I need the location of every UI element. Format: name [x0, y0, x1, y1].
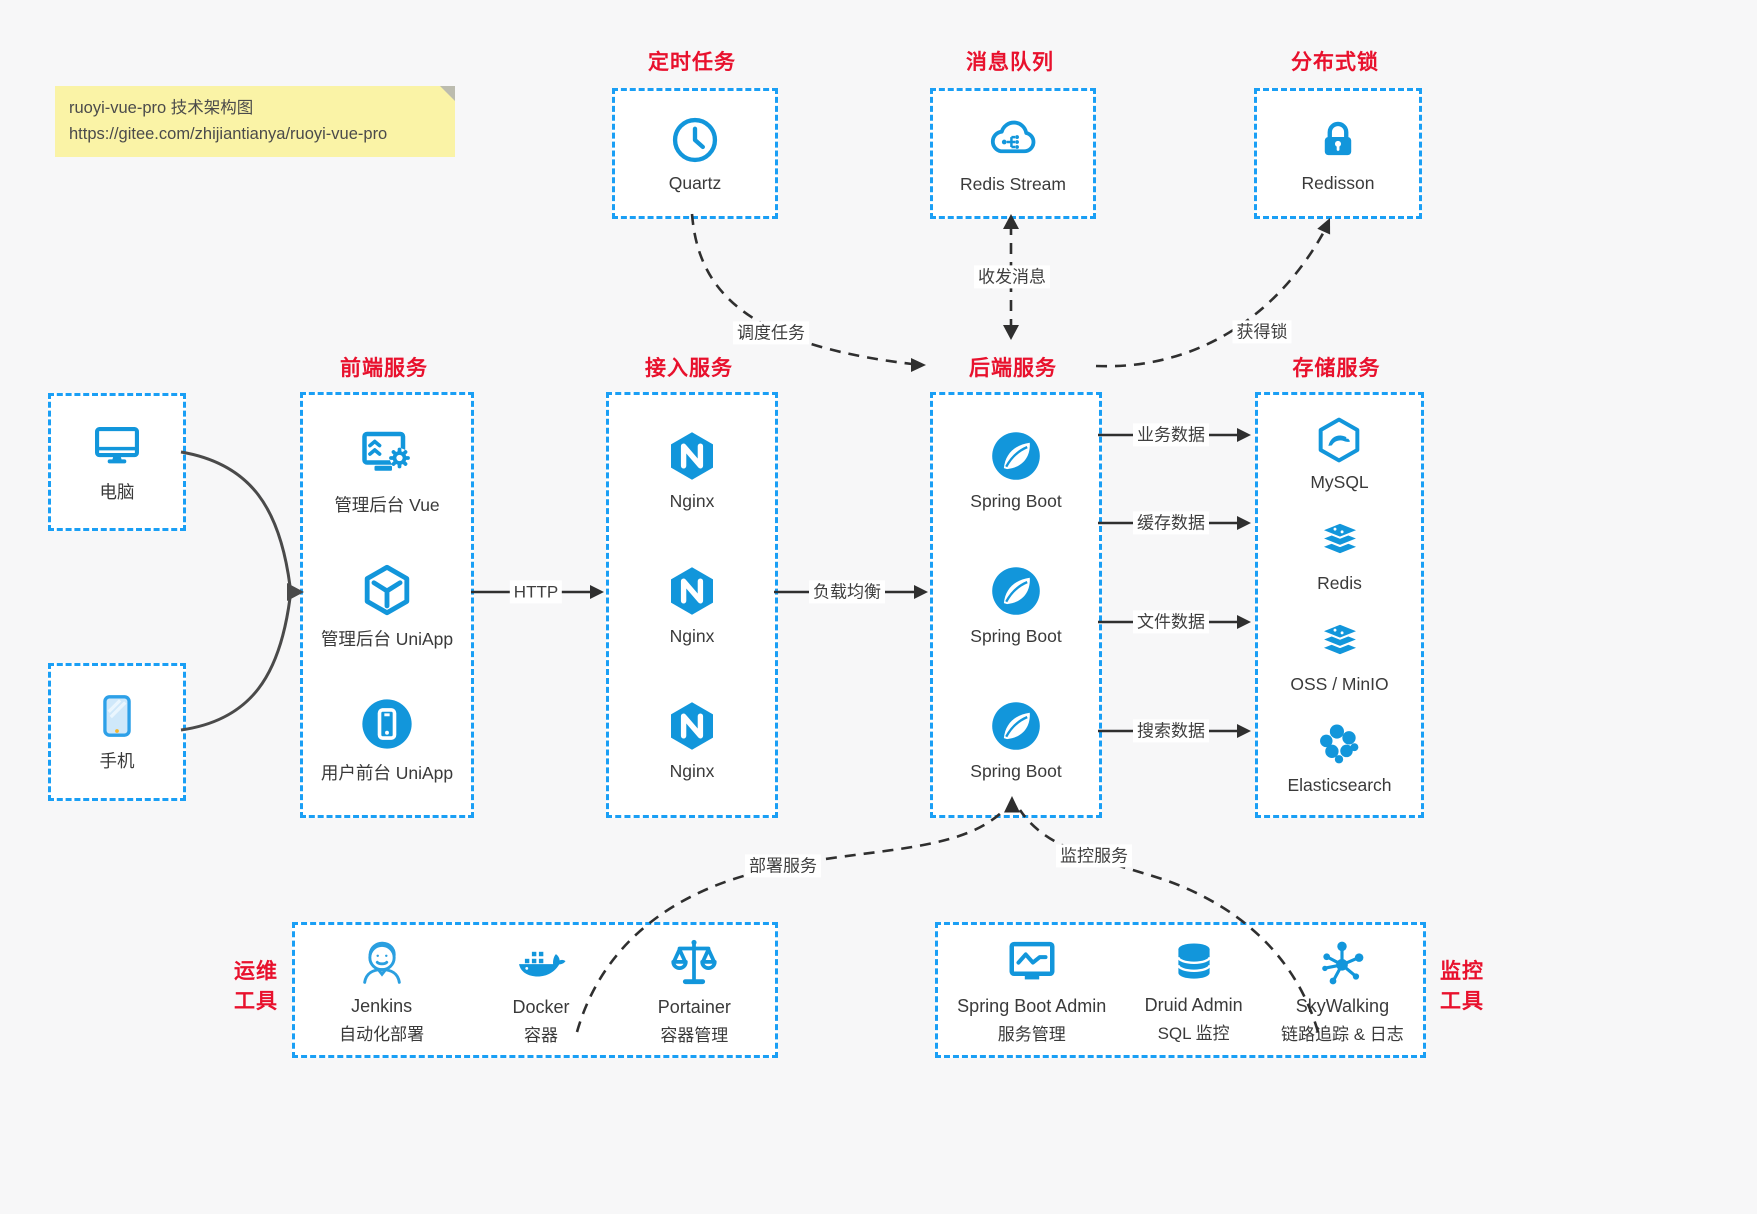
node-spring-boot-admin: Spring Boot Admin 服务管理 [957, 936, 1106, 1045]
group-title-monitoring: 监控 工具 [1440, 960, 1484, 1014]
lock-icon [1324, 121, 1352, 155]
group-title-mq: 消息队列 [966, 51, 1054, 74]
node-redisson: Redisson [1254, 88, 1422, 219]
node-admin-uniapp: 管理后台 UniApp [321, 561, 453, 651]
docker-icon [519, 949, 566, 977]
stack-icon [1319, 521, 1360, 555]
node-oss-minio: OSS / MinIO [1290, 617, 1389, 695]
group-ops-tools: Jenkins 自动化部署 Docker 容器 [292, 922, 778, 1058]
client-arrows [180, 450, 304, 732]
spring-boot-icon [992, 432, 1040, 481]
edge-label-search-data: 搜索数据 [1133, 719, 1209, 743]
group-title-backend: 后端服务 [969, 357, 1057, 380]
node-mysql: MySQL [1310, 415, 1369, 493]
node-redis: Redis [1315, 516, 1365, 594]
edge-label-http: HTTP [509, 580, 563, 604]
elasticsearch-icon [1320, 723, 1359, 763]
network-graph-icon [1322, 941, 1364, 984]
note-url: https://gitee.com/zhijiantianya/ruoyi-vu… [69, 125, 388, 144]
monitor-chart-icon [1009, 941, 1055, 979]
node-label: Redis Stream [959, 173, 1066, 194]
spring-boot-icon [992, 567, 1040, 615]
note-fold-corner [440, 86, 455, 101]
node-springboot-1: Spring Boot [970, 428, 1062, 512]
node-nginx-1: Nginx [664, 428, 720, 512]
spring-boot-icon [992, 701, 1040, 750]
group-title-scheduler: 定时任务 [648, 51, 736, 74]
node-jenkins: Jenkins 自动化部署 [339, 936, 424, 1045]
nginx-icon [671, 567, 713, 615]
edge-label-monitor: 监控服务 [1056, 844, 1132, 868]
note-title: ruoyi-vue-pro 技术架构图 [69, 99, 254, 117]
node-mobile: 手机 [48, 663, 186, 801]
node-druid-admin: Druid Admin SQL 监控 [1145, 937, 1243, 1044]
edge-label-file-data: 文件数据 [1133, 610, 1209, 634]
edge-label-message: 收发消息 [974, 265, 1050, 289]
group-gateway: Nginx Nginx Nginx [606, 392, 778, 818]
edge-label-deploy: 部署服务 [745, 854, 821, 878]
sticky-note: ruoyi-vue-pro 技术架构图 https://gitee.com/zh… [55, 86, 455, 157]
node-docker: Docker 容器 [512, 935, 569, 1046]
mysql-icon [1319, 417, 1360, 462]
group-frontend: 管理后台 Vue 管理后台 UniApp 用户前台 UniApp [300, 392, 474, 818]
node-springboot-3: Spring Boot [970, 698, 1062, 782]
group-title-storage: 存储服务 [1292, 357, 1381, 380]
clock-icon [672, 117, 718, 162]
node-user-uniapp: 用户前台 UniApp [321, 695, 453, 785]
node-nginx-3: Nginx [664, 698, 720, 782]
database-icon [1176, 943, 1211, 979]
edge-label-cache-data: 缓存数据 [1133, 511, 1209, 535]
stack-icon [1319, 622, 1360, 656]
node-admin-vue: 管理后台 Vue [334, 425, 440, 517]
edge-label-schedule: 调度任务 [733, 321, 809, 345]
jenkins-icon [362, 941, 401, 984]
nginx-icon [671, 432, 713, 481]
group-title-gateway: 接入服务 [645, 357, 733, 380]
node-portainer: Portainer 容器管理 [658, 935, 731, 1046]
node-nginx-2: Nginx [664, 563, 720, 647]
cube-icon [364, 564, 410, 616]
edge-label-get-lock: 获得锁 [1232, 320, 1292, 344]
edge-label-load-balance: 负载均衡 [809, 580, 885, 604]
node-label: Redisson [1301, 172, 1375, 193]
cloud-network-icon [990, 120, 1036, 153]
scales-icon [671, 939, 717, 984]
node-label: Quartz [668, 172, 722, 193]
edge-label-business-data: 业务数据 [1133, 423, 1209, 447]
mobile-app-circle-icon [362, 699, 412, 749]
computer-icon [95, 427, 139, 464]
node-springboot-2: Spring Boot [970, 563, 1062, 647]
node-label: 手机 [99, 751, 135, 771]
group-title-frontend: 前端服务 [340, 357, 428, 380]
node-quartz: Quartz [612, 88, 778, 219]
group-title-ops: 运维 工具 [234, 960, 278, 1014]
node-redis-stream: Redis Stream [930, 88, 1096, 219]
node-pc: 电脑 [48, 393, 186, 531]
group-backend: Spring Boot Spring Boot Spring Boot [930, 392, 1102, 818]
nginx-icon [671, 701, 713, 750]
phone-icon [103, 695, 131, 737]
node-label: 电脑 [99, 482, 135, 502]
group-title-lock: 分布式锁 [1291, 51, 1379, 74]
node-elasticsearch: Elasticsearch [1287, 718, 1392, 796]
admin-screen-gear-icon [362, 431, 410, 471]
node-skywalking: SkyWalking 链路追踪 & 日志 [1281, 936, 1404, 1045]
group-monitoring-tools: Spring Boot Admin 服务管理 Druid Admin SQL 监… [935, 922, 1426, 1058]
group-storage: MySQL Redis [1255, 392, 1424, 818]
